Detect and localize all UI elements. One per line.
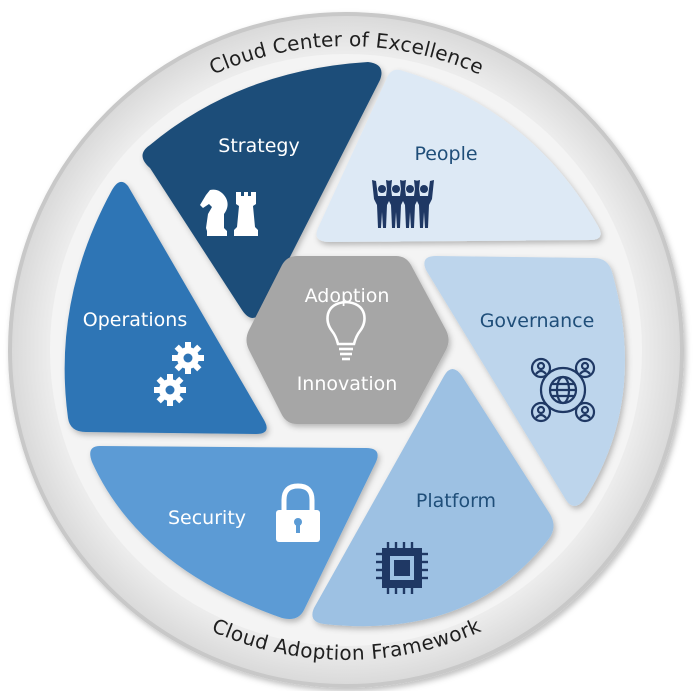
segment-operations-label: Operations (83, 309, 187, 331)
lightbulb-icon (326, 300, 366, 361)
segment-strategy-shape (142, 62, 382, 319)
gears-icon (154, 342, 204, 406)
segment-strategy-label: Strategy (218, 135, 299, 157)
segment-security-label: Security (168, 507, 246, 529)
center-hexagon[interactable] (246, 256, 449, 424)
padlock-icon (276, 483, 320, 542)
center-line2: Innovation (297, 373, 398, 395)
segment-governance-shape (424, 256, 625, 506)
segment-operations[interactable] (64, 181, 267, 434)
microchip-icon (376, 542, 428, 594)
globe-network-icon (530, 357, 596, 423)
segment-governance-label: Governance (480, 310, 595, 332)
segment-operations-shape (64, 181, 267, 434)
segment-platform-shape (312, 369, 554, 627)
segment-platform[interactable] (312, 369, 554, 627)
segment-strategy[interactable] (142, 62, 382, 319)
segment-people-label: People (414, 143, 477, 165)
segment-governance[interactable] (424, 256, 625, 506)
segment-platform-label: Platform (416, 490, 496, 512)
people-group-icon (372, 180, 434, 228)
chess-pieces-icon (200, 189, 258, 236)
center-hexagon-shape (246, 256, 449, 424)
center-line1: Adoption (305, 285, 390, 307)
